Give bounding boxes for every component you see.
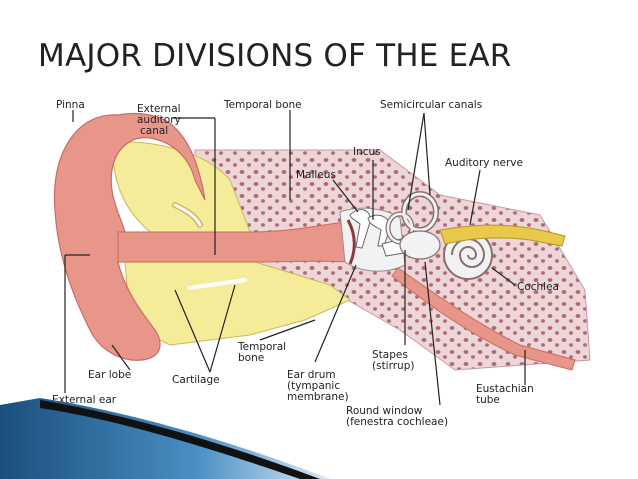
label-cartilage: Cartilage (172, 374, 220, 386)
label-temporal-bone-bottom-1: Temporal (237, 341, 286, 353)
label-eustachian-tube-2: tube (476, 394, 500, 406)
auditory-nerve-shape (439, 224, 566, 247)
incus-shape (367, 214, 391, 247)
label-ear-lobe: Ear lobe (88, 369, 131, 381)
label-round-window-1: Round window (346, 405, 423, 417)
label-cochlea: Cochlea (517, 281, 559, 293)
malleus-shape (349, 209, 371, 249)
label-temporal-bone-bottom-2: bone (238, 352, 264, 364)
label-ear-drum-1: Ear drum (287, 369, 336, 381)
label-temporal-bone-top: Temporal bone (223, 99, 302, 111)
vestibule (399, 230, 441, 260)
eustachian-tube-shape (391, 267, 576, 371)
label-stapes-2: (stirrup) (372, 360, 414, 372)
slide-swoosh-shadow (40, 400, 320, 479)
label-ear-drum-2: (tympanic (287, 380, 340, 392)
label-external-auditory-canal-3: canal (140, 125, 168, 137)
label-external-auditory-canal-2: auditory (137, 114, 181, 126)
pinna-shape (53, 112, 206, 361)
label-incus: Incus (353, 146, 381, 158)
label-semicircular-canals: Semicircular canals (380, 99, 482, 111)
label-pinna: Pinna (56, 99, 85, 111)
label-round-window-2: (fenestra cochleae) (346, 416, 448, 428)
label-stapes-1: Stapes (372, 349, 408, 361)
ear-drum-shape (346, 219, 356, 265)
label-malleus: Malleus (296, 169, 336, 181)
page-title: MAJOR DIVISIONS OF THE EAR (38, 38, 512, 74)
label-auditory-nerve: Auditory nerve (445, 157, 523, 169)
label-external-auditory-canal-1: External (137, 103, 181, 115)
label-ear-drum-3: membrane) (287, 391, 349, 403)
label-eustachian-tube-1: Eustachian (476, 383, 534, 395)
